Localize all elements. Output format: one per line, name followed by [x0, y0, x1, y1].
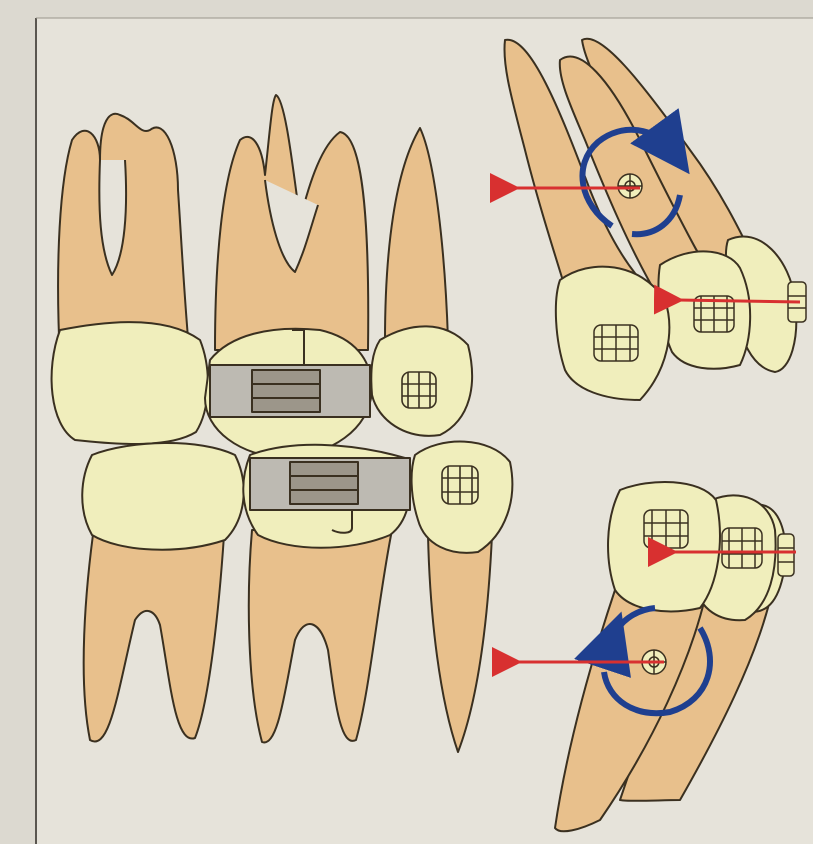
- upper-band-tube: [252, 370, 320, 412]
- upper-molar-crown: [52, 322, 208, 444]
- upper-view-center-of-resistance: [618, 174, 642, 198]
- lower-view-front-bracket: [644, 510, 688, 548]
- lower-view-middle-bracket: [722, 528, 762, 568]
- lower-band-tube: [290, 462, 358, 504]
- lower-molar-crown: [82, 443, 243, 550]
- upper-bracket-force-arrow: [678, 300, 800, 302]
- upper-premolar-bracket: [402, 372, 436, 408]
- lower-view-side-bracket: [778, 534, 794, 576]
- upper-view-front-bracket: [594, 325, 638, 361]
- lower-premolar-bracket: [442, 466, 478, 504]
